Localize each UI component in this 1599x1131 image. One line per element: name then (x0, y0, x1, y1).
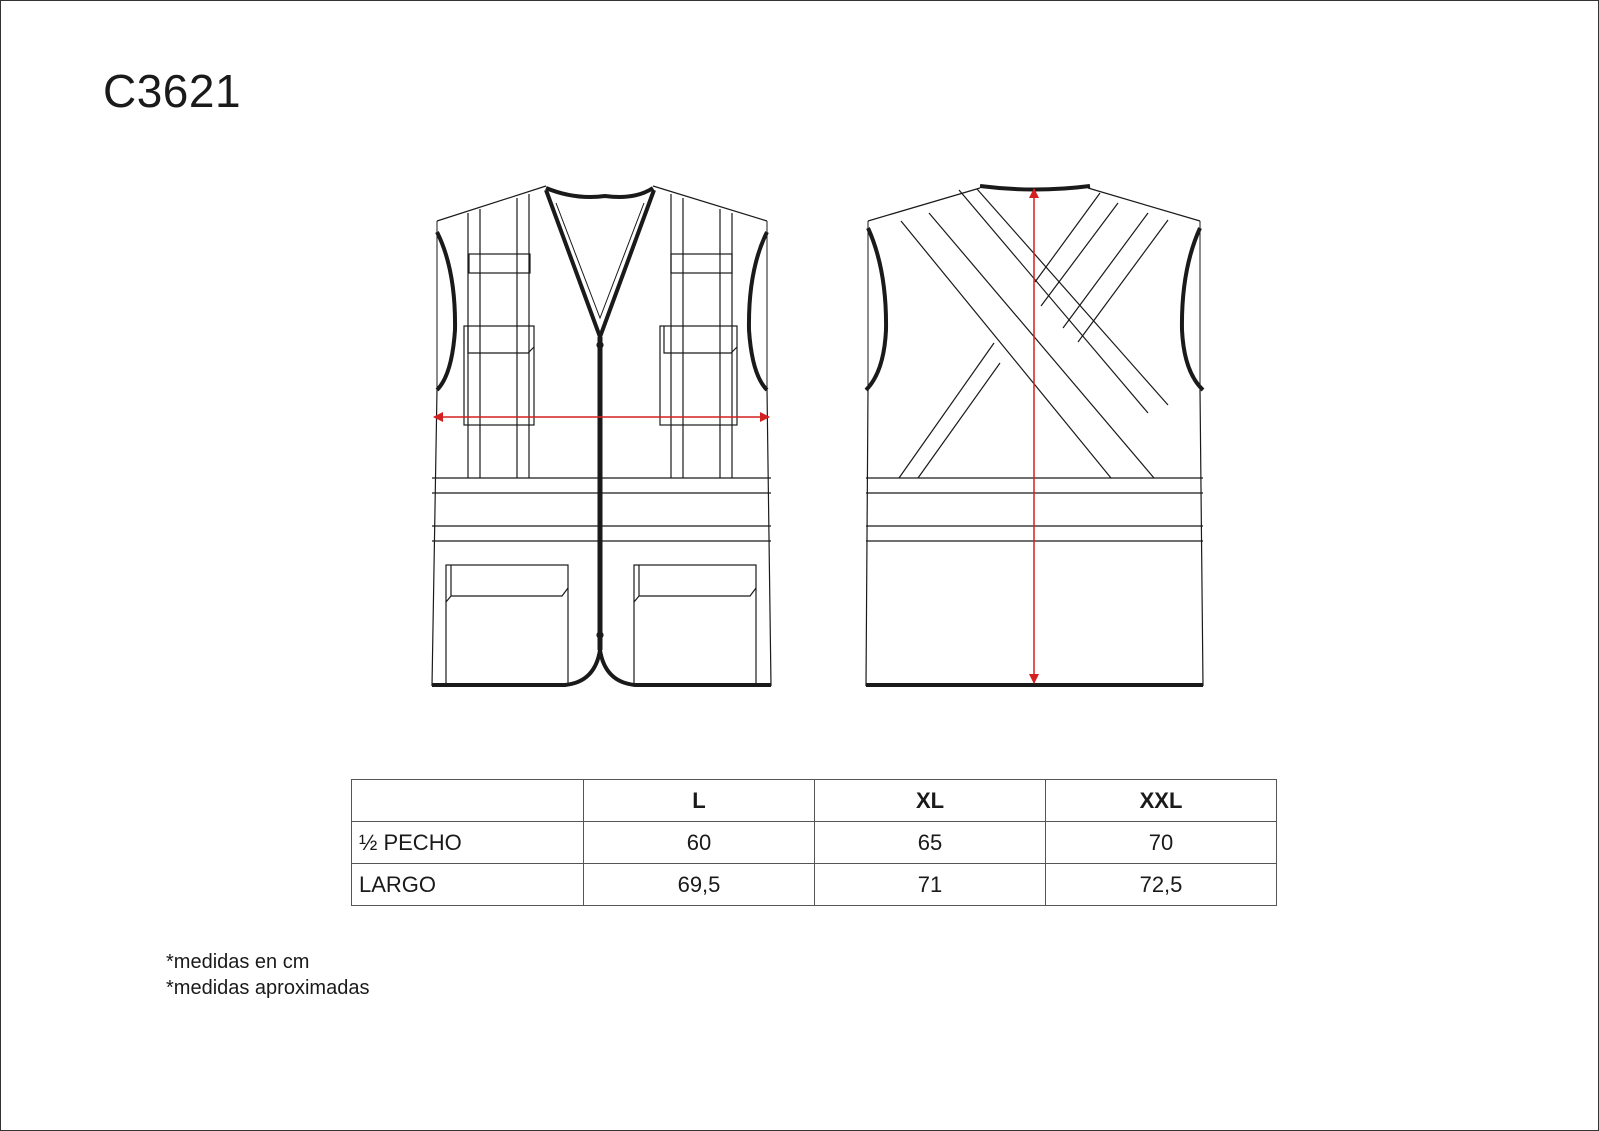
table-cell: 69,5 (583, 863, 815, 906)
table-row: ½ PECHO 60 65 70 (351, 821, 1277, 864)
row-label-chest: ½ PECHO (351, 821, 584, 864)
note-units: *medidas en cm (166, 951, 310, 973)
table-cell: 60 (583, 821, 815, 864)
table-cell: 65 (814, 821, 1046, 864)
vest-front-view (431, 185, 772, 687)
row-label-length: LARGO (351, 863, 584, 906)
table-cell: 71 (814, 863, 1046, 906)
size-table: L XL XXL ½ PECHO 60 65 70 LARGO 69,5 71 … (351, 779, 1277, 906)
size-header-xxl: XXL (1045, 779, 1277, 822)
table-row: LARGO 69,5 71 72,5 (351, 863, 1277, 906)
product-code: C3621 (103, 65, 242, 117)
size-header-xl: XL (814, 779, 1046, 822)
size-table-header-row: L XL XXL (351, 779, 1277, 822)
table-cell: 72,5 (1045, 863, 1277, 906)
size-header-l: L (583, 779, 815, 822)
size-table-corner (351, 779, 584, 822)
note-approximate: *medidas aproximadas (166, 977, 370, 999)
table-cell: 70 (1045, 821, 1277, 864)
footnotes: *medidas en cm *medidas aproximadas (166, 949, 369, 1001)
